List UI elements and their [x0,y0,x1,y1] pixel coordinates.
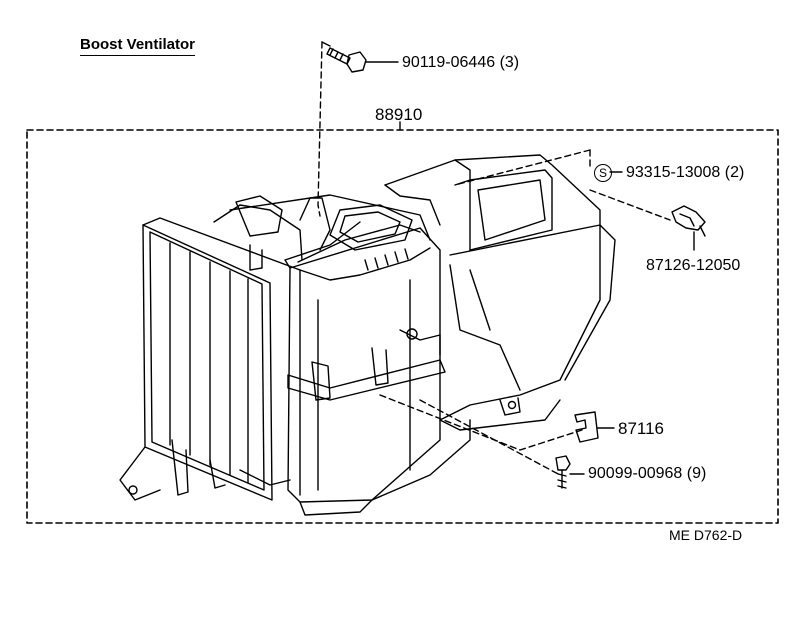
part-number: 90119-06446 [402,54,496,71]
part-bolt-label: 90119-06446 (3) [402,55,519,71]
assembly-boundary [26,129,779,524]
diagram-title: Boost Ventilator [80,36,196,56]
part-clip-label: 87126-12050 [646,258,740,274]
clamp-icon [574,411,615,443]
screw-90099-leader [419,399,561,476]
bolt-leader [317,41,323,217]
part-qty: (3) [499,54,520,71]
part-number: 90099-00968 [588,465,683,482]
retaining-strap [287,328,446,401]
s-symbol-icon: S [594,164,612,182]
clip-icon [671,205,706,237]
housing-body [213,194,441,503]
part-number: 87126-12050 [646,257,741,274]
diagram-code: ME D762-D [669,527,743,543]
clamp-87116-leader [379,394,583,451]
part-qty: (9) [686,465,707,482]
blower-duct [384,154,616,431]
clip-87126-leader [589,189,671,221]
assembly-number-label: 88910 [375,105,423,124]
bolt-icon [326,47,399,73]
screw-icon [555,455,585,489]
part-qty: (2) [724,164,745,181]
part-clamp-label: 87116 [618,420,664,437]
filter-frame [119,217,301,501]
part-screw-93315-label: 93315-13008 (2) [626,165,744,181]
part-number: 87116 [618,419,665,438]
bolt-leader-tick [321,41,331,47]
screw-93315-leader [454,149,591,186]
part-screw-90099-label: 90099-00968 (9) [588,466,706,482]
part-number: 93315-13008 [626,164,721,181]
